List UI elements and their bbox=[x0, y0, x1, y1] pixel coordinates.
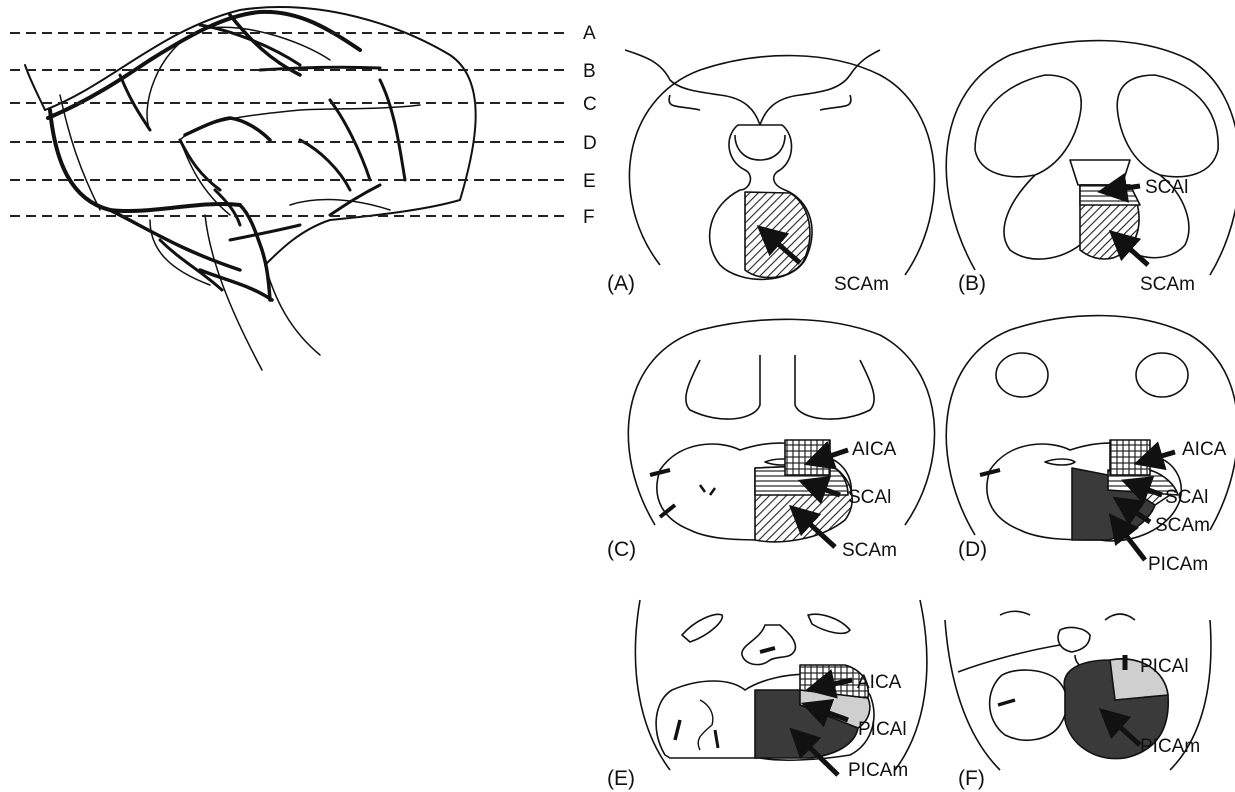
panel-c-arrow-scam: SCAm bbox=[842, 540, 897, 561]
panel-d-arrow-scam: SCAm bbox=[1155, 515, 1210, 536]
level-lines bbox=[10, 33, 565, 216]
panel-c-arrow-aica: AICA bbox=[852, 439, 897, 460]
panel-e-arrow-picam: PICAm bbox=[848, 760, 908, 781]
panel-a-arrow-scam: SCAm bbox=[834, 274, 889, 295]
panel-f-arrow-picam: PICAm bbox=[1140, 736, 1200, 757]
panel-b-arrow-scam: SCAm bbox=[1140, 274, 1195, 295]
arrow-e-left-2 bbox=[715, 730, 718, 748]
level-label-a: A bbox=[583, 23, 596, 44]
panel-a-label: (A) bbox=[607, 272, 635, 295]
panel-e-arrow-aica: AICA bbox=[857, 672, 902, 693]
panel-c-label: (C) bbox=[607, 538, 636, 561]
level-label-b: B bbox=[583, 61, 596, 82]
arrow-f-left bbox=[998, 700, 1015, 705]
arrow-b-scam bbox=[1120, 240, 1148, 265]
level-label-d: D bbox=[583, 133, 597, 154]
arrow-e-left-1 bbox=[675, 720, 680, 740]
panel-b bbox=[946, 41, 1235, 275]
panel-d-arrow-aica: AICA bbox=[1182, 439, 1227, 460]
panel-b-arrow-scal: SCAl bbox=[1145, 177, 1188, 198]
panel-f-arrow-pical: PICAl bbox=[1140, 656, 1189, 677]
level-label-c: C bbox=[583, 94, 597, 115]
panel-b-label: (B) bbox=[958, 272, 986, 295]
panel-c-arrow-scal: SCAl bbox=[848, 487, 891, 508]
level-label-e: E bbox=[583, 171, 596, 192]
panel-f-label: (F) bbox=[958, 767, 985, 790]
arrow-c-left-1 bbox=[650, 470, 670, 475]
panel-d-arrow-scal: SCAl bbox=[1165, 487, 1208, 508]
arrow-e-small bbox=[760, 648, 775, 652]
panel-d-label: (D) bbox=[958, 538, 987, 561]
panel-e-label: (E) bbox=[607, 767, 635, 790]
lateral-cerebellum-drawing bbox=[25, 7, 476, 370]
panel-d-arrow-picam: PICAm bbox=[1148, 554, 1208, 575]
arrow-d-left bbox=[980, 470, 1000, 475]
level-labels: A B C D E F bbox=[583, 23, 597, 228]
panel-c bbox=[628, 319, 934, 541]
panel-e-arrow-pical: PICAl bbox=[858, 719, 907, 740]
level-label-f: F bbox=[583, 207, 595, 228]
